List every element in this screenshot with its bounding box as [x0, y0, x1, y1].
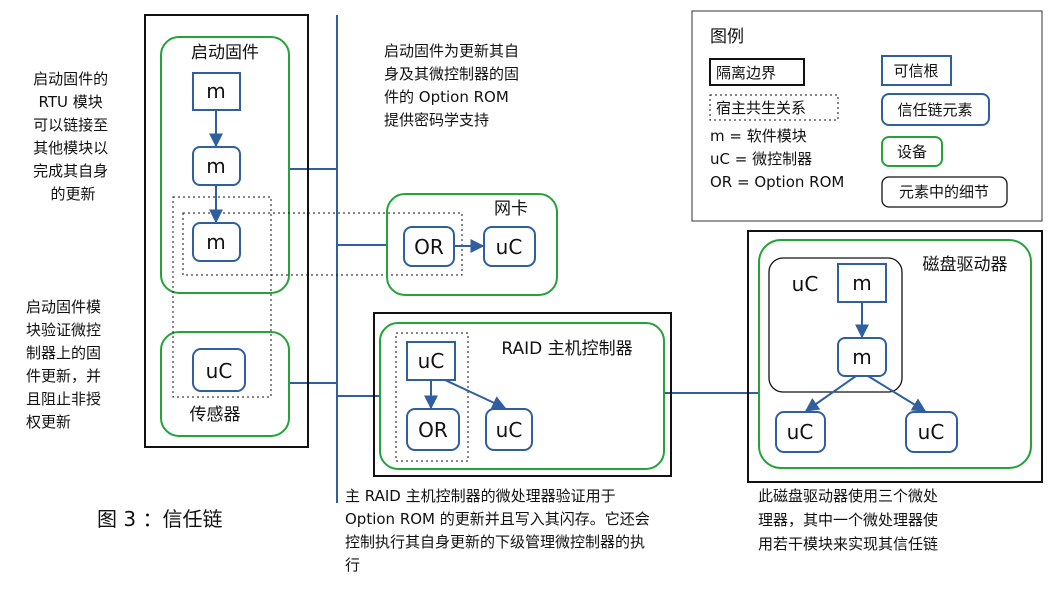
legend-chain-label: 信任链元素 [897, 101, 972, 119]
raid-label: RAID 主机控制器 [501, 339, 632, 359]
legend-cohost-label: 宿主共生关系 [716, 99, 806, 117]
note-center-bottom: 主 RAID 主机控制器的微处理器验证用于 Option ROM 的更新并且写入… [345, 487, 655, 574]
legend-root-label: 可信根 [893, 62, 938, 80]
raid-root-uc-label: uC [418, 349, 445, 373]
legend-chain-swatch [881, 93, 990, 126]
arrow-disk-m2-ucleft [804, 375, 857, 412]
legend-detail-label: 元素中的细节 [899, 183, 989, 201]
disk-uc-left-label: uC [787, 420, 814, 444]
disk-detail-uc-label: uC [792, 272, 819, 296]
arrow-disk-m2-ucright [867, 375, 927, 412]
bootfw-module-3-label: m [206, 230, 225, 254]
disk-uc-left [775, 411, 826, 453]
raid-device [379, 322, 665, 470]
legend-root-swatch [881, 55, 952, 86]
nic-option-rom-label: OR [414, 235, 444, 259]
legend-isolation-label: 隔离边界 [716, 64, 776, 82]
disk-detail-region [768, 257, 903, 393]
note-right-bottom: 此磁盘驱动器使用三个微处 理器，其中一个微处理器使 用若干模块来实现其信任链 [758, 487, 943, 553]
note-left-bottom: 启动固件模 块验证微控 制器上的固 件更新，并 且阻止非授 权更新 [26, 298, 106, 431]
bootfw-module-2-label: m [206, 154, 225, 178]
raid-sub-uc [485, 408, 533, 451]
platform-isolation-boundary [144, 14, 309, 448]
legend-isolation-swatch [709, 58, 805, 86]
sensor-device [160, 331, 290, 437]
nic-label: 网卡 [494, 199, 528, 219]
note-left-top: 启动固件的 RTU 模块 可以链接至 其他模块以 完成其自身 的更新 [33, 70, 113, 203]
legend-def-m: m = 软件模块 [710, 127, 807, 145]
arrow-raid-uc-subuc [444, 379, 507, 410]
bootfw-root-module-label: m [206, 79, 225, 103]
disk-root-module-label: m [852, 271, 871, 295]
cohost-region-bootfw-nic [182, 212, 463, 276]
raid-isolation-boundary [373, 312, 672, 477]
legend-detail-swatch [881, 176, 1008, 208]
disk-device [758, 239, 1032, 469]
legend-device-label: 设备 [897, 143, 927, 161]
cohost-region-left [172, 196, 272, 398]
disk-module-2-label: m [852, 345, 871, 369]
raid-option-rom-label: OR [418, 418, 448, 442]
boot-firmware-device [160, 36, 290, 294]
disk-isolation-boundary [747, 230, 1043, 483]
raid-cohost-region [395, 332, 469, 462]
note-center-top: 启动固件为更新其自 身及其微控制器的固 件的 Option ROM 提供密码学支… [384, 42, 524, 129]
legend-cohost-swatch [709, 94, 839, 121]
disk-uc-right [905, 411, 958, 453]
legend-device-swatch [881, 136, 943, 167]
disk-uc-right-label: uC [918, 420, 945, 444]
nic-uc-label: uC [496, 235, 523, 259]
disk-label: 磁盘驱动器 [923, 255, 1008, 275]
legend-def-uc: uC = 微控制器 [710, 150, 812, 168]
figure-caption: 图 3 ：信任链 [97, 507, 222, 531]
raid-sub-uc-label: uC [496, 418, 523, 442]
legend-title: 图例 [710, 27, 744, 47]
boot-firmware-label: 启动固件 [191, 43, 259, 63]
sensor-uc-label: uC [206, 359, 233, 383]
bootfw-root-module [192, 72, 241, 111]
nic-device [386, 193, 558, 296]
legend-def-or: OR = Option ROM [710, 173, 844, 191]
sensor-label: 传感器 [190, 405, 241, 425]
sensor-uc [192, 348, 246, 392]
raid-root-uc [406, 341, 456, 381]
